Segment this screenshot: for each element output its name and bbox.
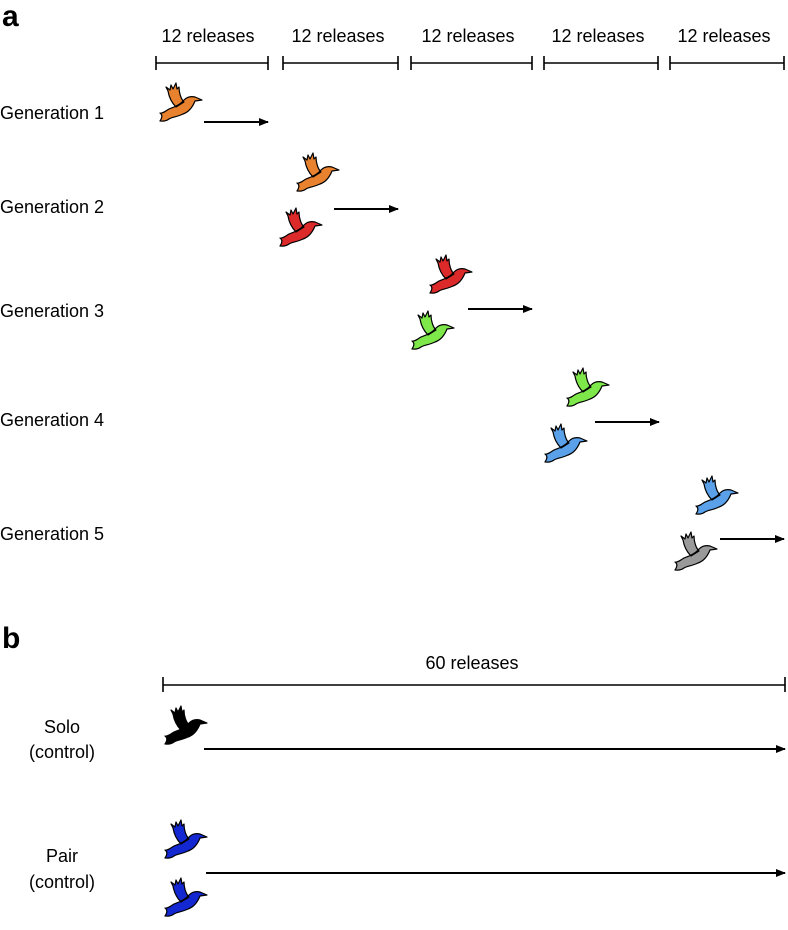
generation-birds [159, 82, 739, 571]
pigeon-icon [164, 819, 208, 859]
pigeon-icon [429, 254, 473, 294]
interval-brackets [155, 56, 785, 70]
generation-4-label: Generation 4 [0, 410, 104, 430]
generation-1-label: Generation 1 [0, 103, 104, 123]
interval-bracket-2 [282, 56, 399, 70]
pigeon-icon [566, 367, 610, 407]
interval-label-3: 12 releases [421, 26, 514, 46]
generation-3-label: Generation 3 [0, 301, 104, 321]
pair-label: Pair [46, 846, 78, 866]
pigeon-icon [544, 423, 588, 463]
panel-a-letter: a [2, 0, 19, 33]
generation-arrows [204, 118, 785, 543]
interval-bracket-3 [410, 56, 533, 70]
interval-bracket-4 [543, 56, 659, 70]
interval-label-4: 12 releases [551, 26, 644, 46]
control-arrows [204, 745, 786, 877]
pair-sublabel: (control) [29, 872, 95, 892]
control-birds [164, 705, 208, 917]
pigeon-icon [164, 705, 208, 745]
generation-5-label: Generation 5 [0, 524, 104, 544]
interval-label-2: 12 releases [291, 26, 384, 46]
interval-bracket-5 [669, 56, 785, 70]
interval-bracket-60 [162, 677, 786, 692]
pigeon-icon [411, 310, 455, 350]
panel-b-letter: b [2, 622, 20, 655]
pigeon-icon [159, 82, 203, 122]
solo-sublabel: (control) [29, 742, 95, 762]
pigeon-icon [279, 207, 323, 247]
solo-label: Solo [44, 717, 80, 737]
interval-label-60: 60 releases [425, 653, 518, 673]
interval-label-5: 12 releases [677, 26, 770, 46]
generation-2-label: Generation 2 [0, 197, 104, 217]
pigeon-icon [674, 531, 718, 571]
interval-label-1: 12 releases [161, 26, 254, 46]
pigeon-icon [296, 152, 340, 192]
interval-bracket-1 [155, 56, 269, 70]
pigeon-icon [164, 877, 208, 917]
pigeon-icon [695, 475, 739, 515]
